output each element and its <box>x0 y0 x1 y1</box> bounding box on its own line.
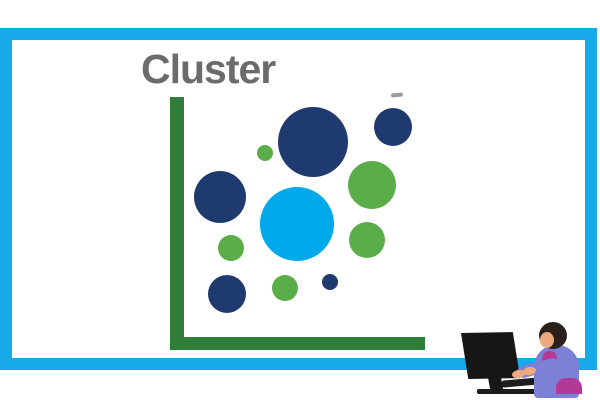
y-axis-line <box>170 97 184 350</box>
x-axis-line <box>170 337 425 350</box>
bubble-navy <box>278 107 348 177</box>
bubble-navy <box>194 171 246 223</box>
bubble-navy <box>322 274 338 290</box>
bubble-green <box>349 222 385 258</box>
monitor-icon <box>461 332 521 379</box>
desk-line <box>477 389 565 394</box>
person-hip <box>556 378 582 394</box>
chart-title: Cluster <box>141 46 276 92</box>
frame-border <box>0 28 597 370</box>
bubble-navy <box>208 275 246 313</box>
person-at-computer-illustration <box>450 318 598 398</box>
bubble-navy <box>374 108 412 146</box>
bubble-green <box>218 235 244 261</box>
person-face <box>540 332 554 348</box>
bubble-green <box>272 275 298 301</box>
bubble-lightblue <box>260 187 334 261</box>
bubble-green <box>348 161 396 209</box>
bubble-green <box>257 145 273 161</box>
